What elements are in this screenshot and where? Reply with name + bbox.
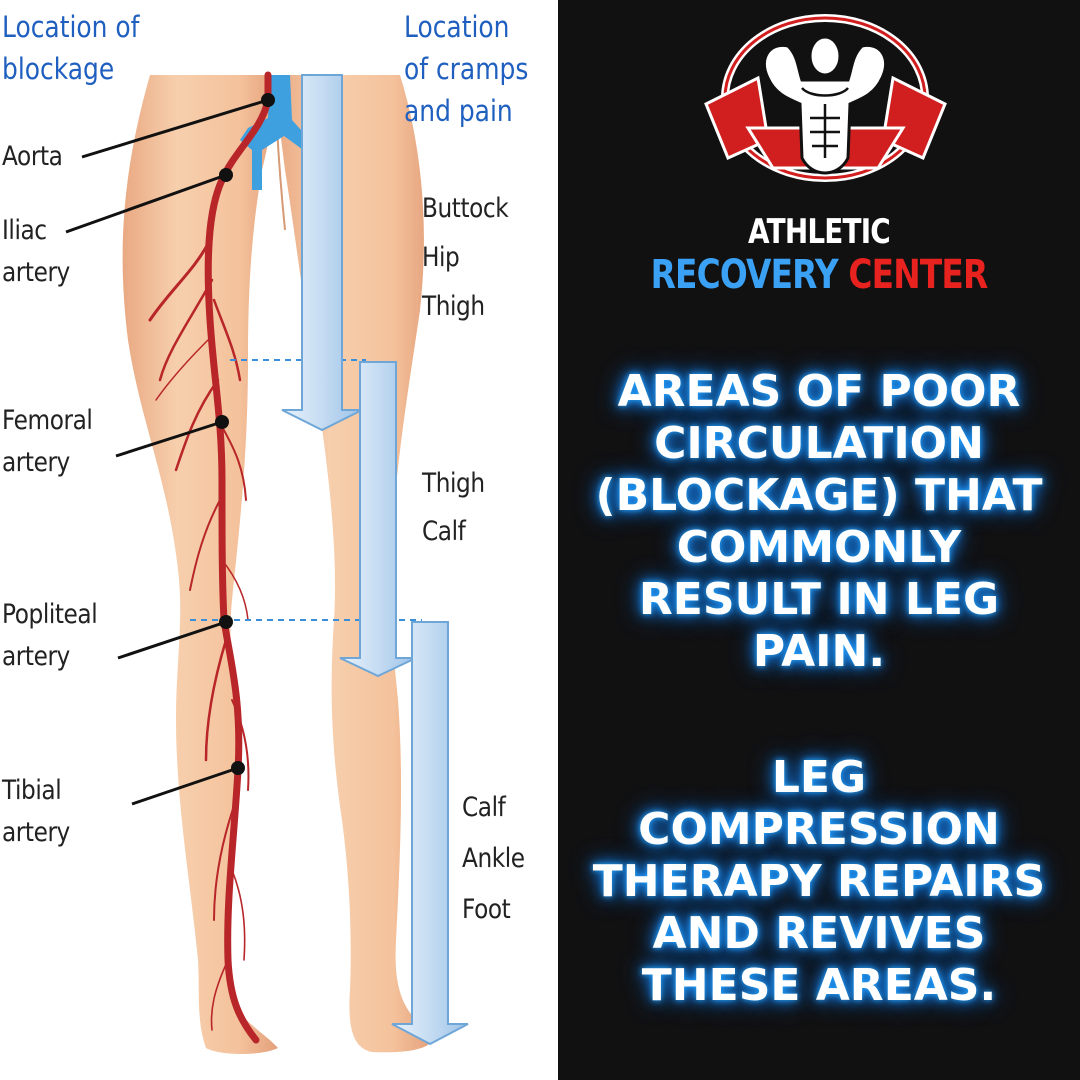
- message-line: COMPRESSION: [638, 804, 1000, 855]
- header-right-line: and pain: [404, 94, 513, 128]
- message-line: (BLOCKAGE) THAT: [595, 470, 1043, 521]
- message-line: PAIN.: [752, 626, 886, 677]
- label-line: Aorta: [2, 141, 63, 172]
- pain-group-lower: Calf Ankle Foot: [462, 782, 525, 935]
- brand-line-recovery-center: RECOVERY CENTER: [605, 252, 1033, 298]
- brand-line-athletic: ATHLETIC: [748, 212, 891, 252]
- pain-label: Buttock: [422, 193, 509, 224]
- label-line: artery: [2, 641, 70, 672]
- artery-points: [215, 93, 275, 775]
- header-location-of-pain: Location of cramps and pain: [404, 6, 528, 132]
- bodybuilder-emblem-icon: [704, 14, 947, 182]
- label-femoral-artery: Femoral artery: [2, 400, 93, 484]
- message-line: THERAPY REPAIRS: [592, 856, 1046, 907]
- message-line: CIRCULATION: [654, 418, 984, 469]
- pain-label: Calf: [462, 792, 506, 823]
- pain-label: Thigh: [422, 291, 485, 322]
- artery-tree: [148, 71, 272, 1044]
- brand-word-center: CENTER: [848, 252, 988, 298]
- header-right-line: Location: [404, 10, 510, 44]
- label-line: artery: [2, 257, 70, 288]
- pain-label: Thigh: [422, 468, 485, 499]
- label-popliteal-artery: Popliteal artery: [2, 594, 98, 678]
- label-iliac-artery: Iliac artery: [2, 210, 70, 294]
- label-line: Popliteal: [2, 599, 98, 630]
- message-line: RESULT IN LEG: [638, 574, 1000, 625]
- header-left-line: blockage: [2, 52, 115, 86]
- message-line: AREAS OF POOR: [617, 366, 1021, 417]
- message-line: THESE AREAS.: [641, 960, 997, 1011]
- label-line: artery: [2, 447, 70, 478]
- header-left-line: Location of: [2, 10, 140, 44]
- leg-left: [122, 75, 279, 1054]
- label-tibial-artery: Tibial artery: [2, 770, 70, 854]
- message-line: COMMONLY: [676, 522, 962, 573]
- arrow-2: [339, 361, 417, 678]
- pain-range-arrows: [281, 74, 469, 1046]
- promo-panel: ATHLETIC RECOVERY CENTER AREAS OF POOR C…: [558, 0, 1080, 1080]
- pain-label: Ankle: [462, 843, 525, 874]
- label-pointers: [65, 98, 269, 806]
- leg-right: [275, 75, 433, 1053]
- label-aorta: Aorta: [2, 136, 63, 178]
- message-line: AND REVIVES: [652, 908, 986, 959]
- header-right-line: of cramps: [404, 52, 529, 86]
- leg-artery-diagram: Location of blockage Location of cramps …: [2, 6, 529, 1054]
- vein-shape: [240, 75, 312, 190]
- message-line: LEG: [771, 752, 867, 803]
- label-line: artery: [2, 817, 70, 848]
- header-location-of-blockage: Location of blockage: [2, 6, 139, 90]
- arrow-1: [281, 74, 363, 432]
- arrow-3: [391, 621, 469, 1046]
- legs-illustration: [65, 71, 469, 1054]
- message-poor-circulation: AREAS OF POOR CIRCULATION (BLOCKAGE) THA…: [558, 366, 1080, 678]
- pain-label: Foot: [462, 894, 511, 925]
- label-line: Femoral: [2, 405, 93, 436]
- message-compression-therapy: LEG COMPRESSION THERAPY REPAIRS AND REVI…: [558, 752, 1080, 1012]
- brand-word-recovery: RECOVERY: [650, 252, 839, 298]
- label-line: Tibial: [2, 775, 62, 806]
- label-line: Iliac: [2, 215, 47, 246]
- pain-group-middle: Thigh Calf: [422, 460, 485, 556]
- pain-group-upper: Buttock Hip Thigh: [422, 184, 509, 331]
- pain-label: Hip: [422, 242, 460, 273]
- pain-label: Calf: [422, 516, 466, 547]
